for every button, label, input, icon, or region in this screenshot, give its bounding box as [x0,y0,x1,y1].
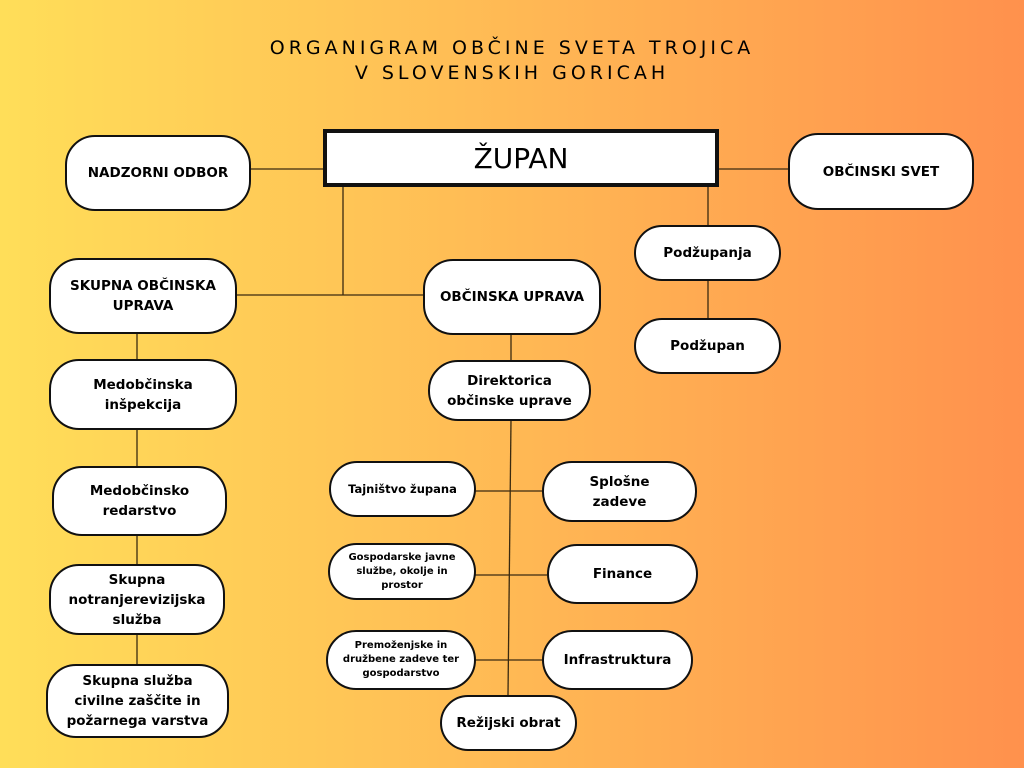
node-infrastruktura: Infrastruktura [542,630,693,690]
node-podzupanja: Podžupanja [634,225,781,281]
node-medobcinska-inspekcija: Medobčinska inšpekcija [49,359,237,430]
node-obcinski-svet: OBČINSKI SVET [788,133,974,210]
node-obcinska-uprava: OBČINSKA UPRAVA [423,259,601,335]
node-tajnistvo-zupana: Tajništvo župana [329,461,476,517]
node-nadzorni-odbor: NADZORNI ODBOR [65,135,251,211]
node-skupna-obcinska-uprava: SKUPNA OBČINSKA UPRAVA [49,258,237,334]
node-medobcinsko-redarstvo: Medobčinsko redarstvo [52,466,227,536]
node-zupan: ŽUPAN [323,129,719,187]
node-direktorica: Direktorica občinske uprave [428,360,591,421]
node-gospodarske-sluzbe: Gospodarske javne službe, okolje in pros… [328,543,476,600]
connector [507,419,512,696]
node-civilna-zascita: Skupna služba civilne zaščite in požarne… [46,664,229,738]
title-line-2: V SLOVENSKIH GORICAH [354,62,670,84]
title-line-1: ORGANIGRAM OBČINE SVETA TROJICA [269,37,755,59]
node-finance: Finance [547,544,698,604]
node-notranjerevizijska-sluzba: Skupna notranjerevizijska služba [49,564,225,635]
node-splosne-zadeve: Splošne zadeve [542,461,697,522]
node-premozenjske-zadeve: Premoženjske in družbene zadeve ter gosp… [326,630,476,690]
node-podzupan: Podžupan [634,318,781,374]
node-rezijski-obrat: Režijski obrat [440,695,577,751]
